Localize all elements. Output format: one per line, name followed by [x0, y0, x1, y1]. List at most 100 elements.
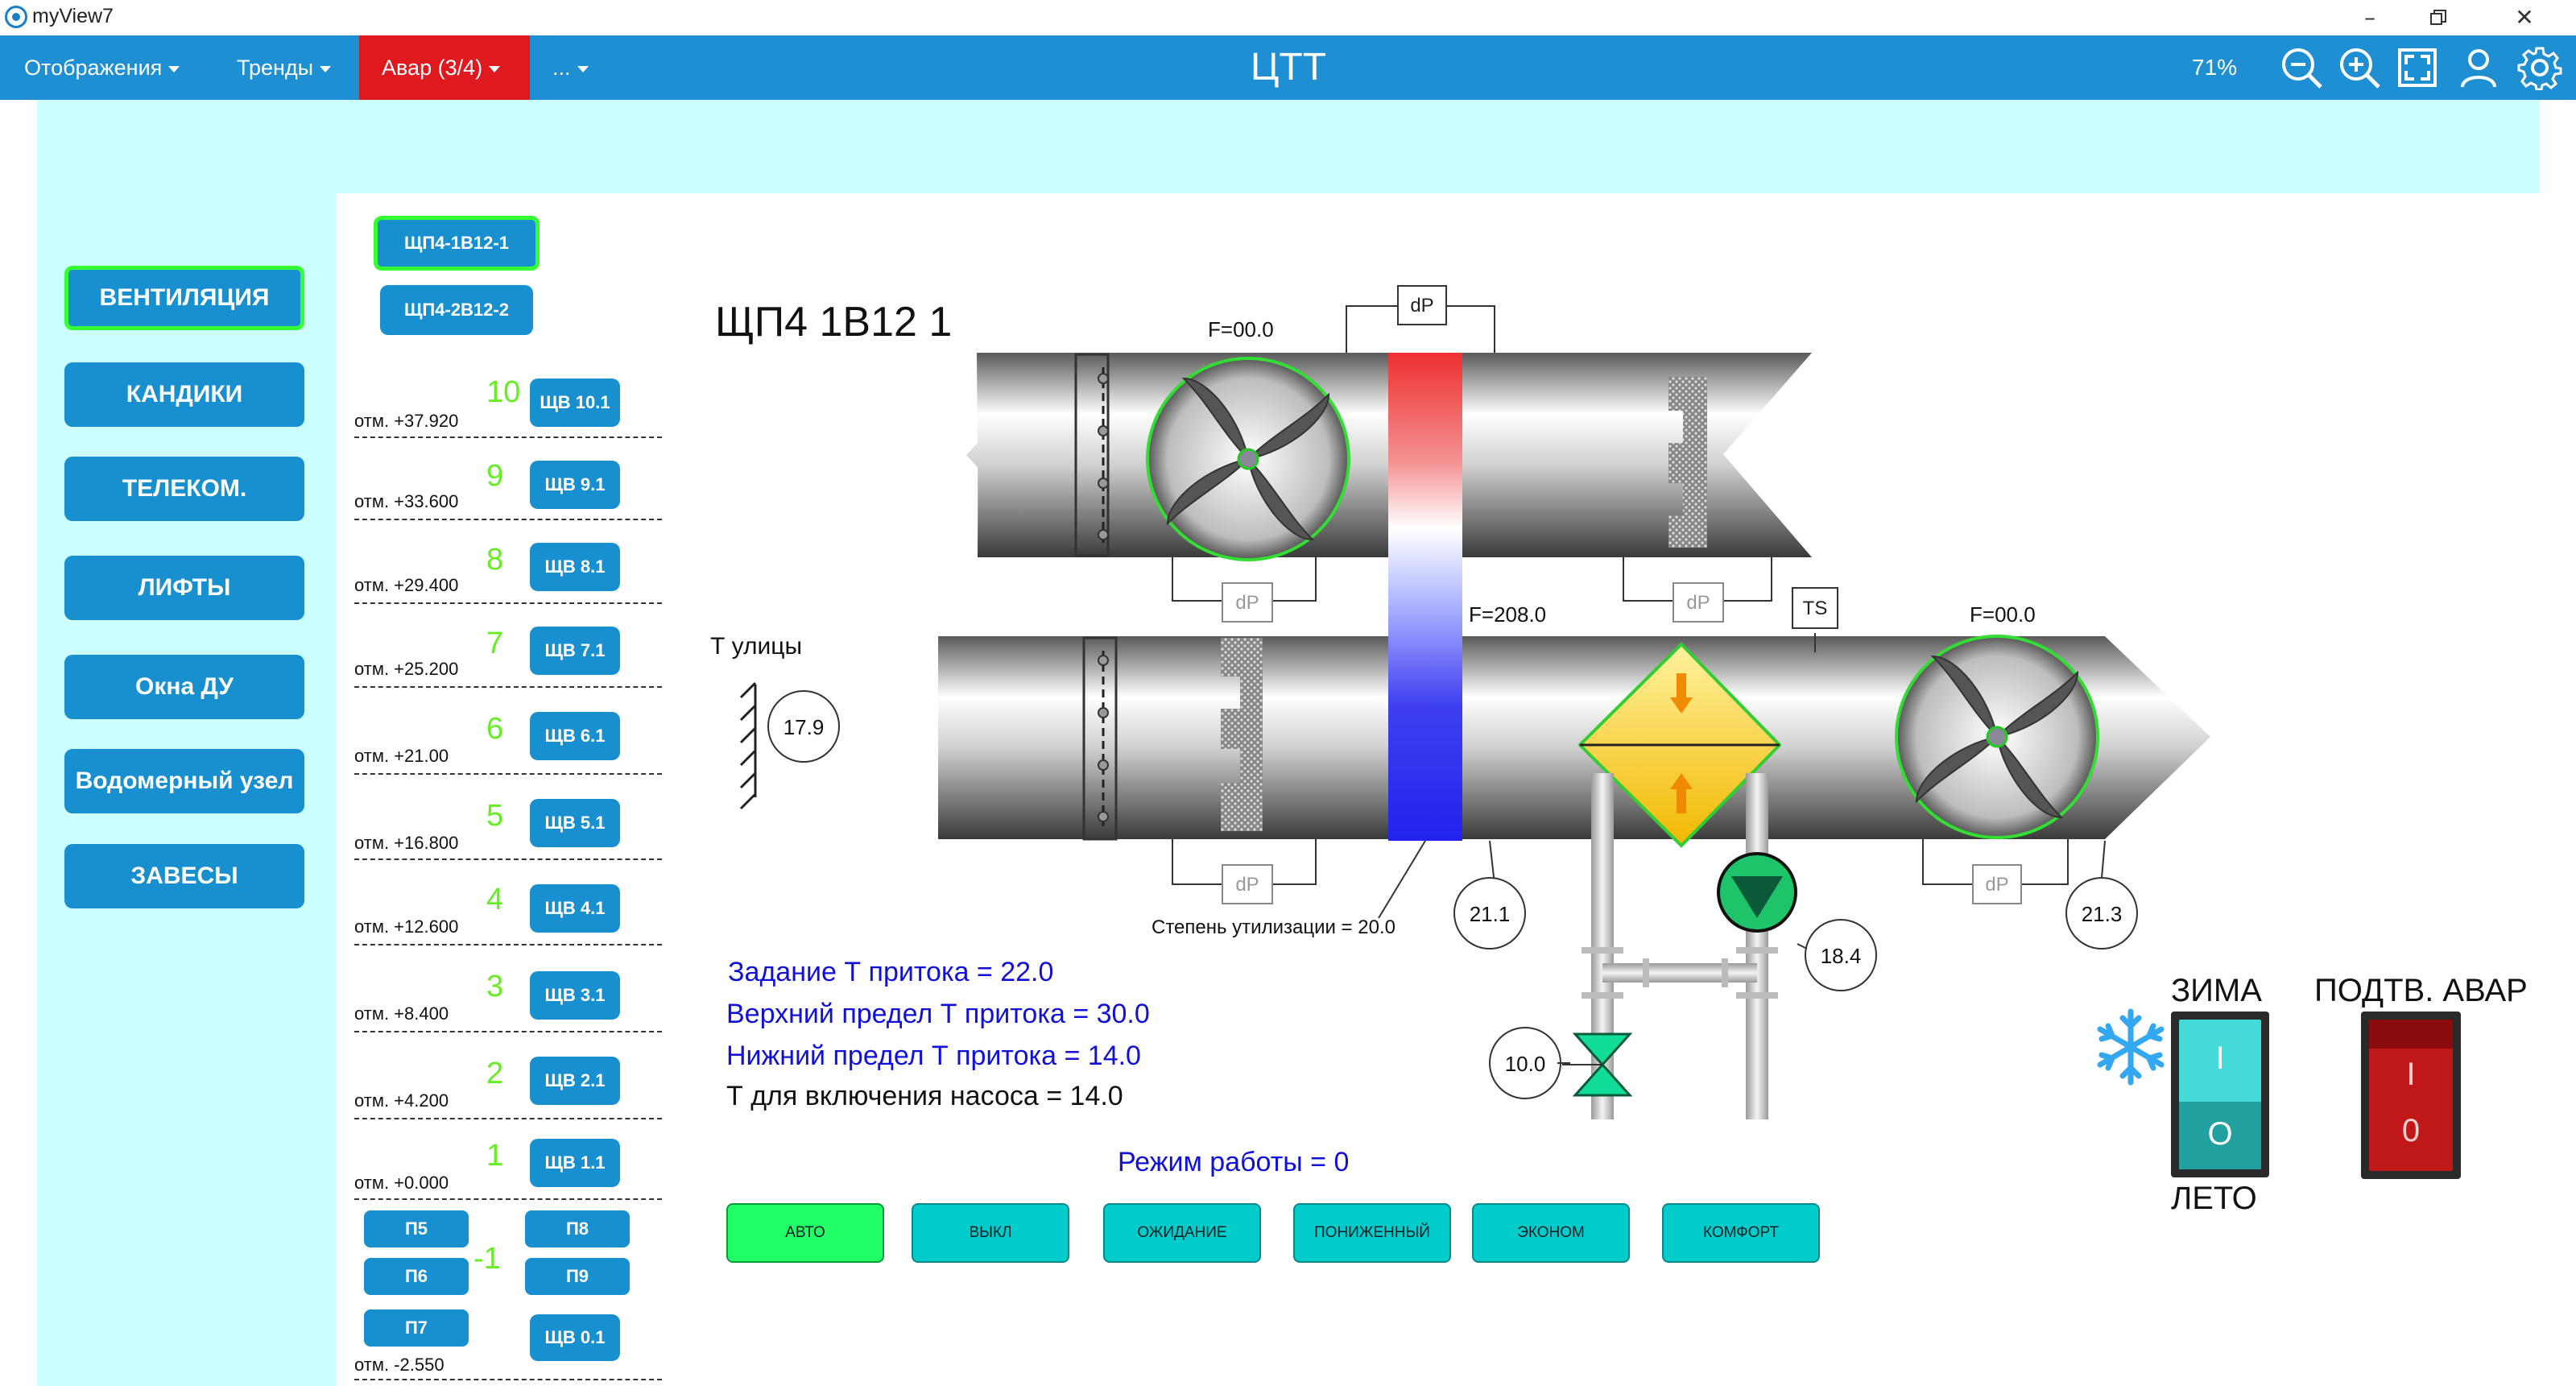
outdoor-temp-label: Т улицы [710, 633, 803, 660]
shield-button-2[interactable]: ЩП4-2В12-2 [380, 285, 533, 335]
mode-button-reduced[interactable]: ПОНИЖЕННЫЙ [1293, 1203, 1451, 1263]
supply-fan-frequency: F=00.0 [1970, 602, 2036, 627]
app-logo-icon [5, 6, 27, 28]
floor-panel-button[interactable]: ЩВ 5.1 [530, 799, 620, 847]
floor-elevation: отм. +25.200 [354, 659, 459, 679]
zoom-out-icon[interactable] [2279, 45, 2324, 90]
menu-alarms[interactable]: Авар (3/4) [359, 35, 530, 100]
floor-panel-button[interactable]: ЩВ 6.1 [530, 712, 620, 760]
user-icon[interactable] [2456, 45, 2501, 90]
basement-button-p6[interactable]: П6 [364, 1258, 469, 1295]
damper-upper-icon [1074, 353, 1110, 557]
season-winter-label: ЗИМА [2171, 973, 2262, 1008]
dp-label: dP [1686, 592, 1710, 614]
floor-panel-button[interactable]: ЩВ 1.1 [530, 1139, 620, 1187]
shield-button-1[interactable]: ЩП4-1В12-1 [374, 216, 540, 271]
floor-divider [354, 519, 662, 520]
nav-water-meter[interactable]: Водомерный узел [64, 749, 304, 813]
floor-divider [354, 686, 662, 688]
season-switch-on-mark: I [2215, 1041, 2225, 1076]
floor-number: 9 [486, 459, 504, 493]
recovery-ratio: Степень утилизации = 20.0 [1152, 916, 1396, 938]
restore-icon[interactable] [2410, 0, 2466, 35]
floor-elevation: отм. +16.800 [354, 833, 459, 853]
basement-button-p5[interactable]: П5 [364, 1210, 469, 1247]
outdoor-sensor-icon [739, 681, 757, 810]
floor-number: 6 [486, 712, 504, 746]
floor-panel-button[interactable]: ЩВ 3.1 [530, 971, 620, 1020]
mode-button-comfort[interactable]: КОМФОРТ [1662, 1203, 1820, 1263]
floor-divider [354, 1118, 662, 1119]
floor-panel-button[interactable]: ЩВ 4.1 [530, 884, 620, 933]
floor-panel-button[interactable]: ЩВ 10.1 [530, 379, 620, 427]
floor-divider [354, 1198, 662, 1200]
floor-panel-button[interactable]: ЩВ 8.1 [530, 543, 620, 591]
basement-button-p8[interactable]: П8 [525, 1210, 630, 1247]
nav-lifts[interactable]: ЛИФТЫ [64, 556, 304, 620]
floor-elevation: отм. +12.600 [354, 916, 459, 937]
snowflake-icon [2090, 1007, 2171, 1087]
fit-screen-icon[interactable] [2395, 45, 2440, 90]
floor-divider [354, 858, 662, 860]
floor-divider [354, 773, 662, 775]
season-switch[interactable]: I O [2171, 1012, 2269, 1177]
floor-panel-button[interactable]: ЩВ 7.1 [530, 627, 620, 675]
unit-title: ЩП4 1В12 1 [715, 299, 953, 345]
mode-button-auto[interactable]: АВТО [726, 1203, 884, 1263]
water-piping [1582, 773, 1778, 1119]
floor-number: 5 [486, 799, 504, 833]
floor-elevation: отм. +0.000 [354, 1173, 449, 1193]
nav-smoke-windows[interactable]: Окна ДУ [64, 655, 304, 719]
menu-trends[interactable]: Тренды [219, 35, 349, 100]
floor-number: 3 [486, 970, 504, 1003]
floor-divider [354, 602, 662, 604]
temp-after-recuperator: 21.1 [1469, 902, 1511, 926]
param-lower-limit[interactable]: Нижний предел Т притока = 14.0 [726, 1041, 1141, 1071]
minimize-icon[interactable]: – [2364, 4, 2375, 31]
zoom-level: 71% [2192, 55, 2238, 80]
damper-lower-icon [1082, 636, 1118, 841]
alarm-ack-label: ПОДТВ. АВАР [2314, 973, 2528, 1008]
close-icon[interactable]: ✕ [2515, 4, 2534, 31]
floor-number: 4 [486, 883, 504, 916]
filter-upper-icon [1668, 377, 1707, 548]
mode-button-off[interactable]: ВЫКЛ [912, 1203, 1069, 1263]
nav-ventilation[interactable]: ВЕНТИЛЯЦИЯ [64, 266, 304, 330]
floor-divider [354, 944, 662, 945]
alarm-switch-off-mark: 0 [2401, 1113, 2421, 1148]
valve-icon [1562, 1032, 1633, 1097]
alarm-ack-switch[interactable]: I 0 [2361, 1012, 2461, 1179]
basement-button-p7[interactable]: П7 [364, 1309, 469, 1347]
floor-elevation: отм. +29.400 [354, 575, 459, 595]
param-setpoint[interactable]: Задание Т притока = 22.0 [728, 957, 1054, 987]
pump-icon [1717, 852, 1797, 933]
floor-panel-button[interactable]: ЩВ 2.1 [530, 1057, 620, 1105]
floor-panel-button[interactable]: ЩВ 0.1 [530, 1314, 620, 1361]
menu-displays[interactable]: Отображения [6, 35, 197, 100]
basement-button-p9[interactable]: П9 [525, 1258, 630, 1295]
floor-number: 2 [486, 1057, 504, 1090]
nav-kandiki[interactable]: КАНДИКИ [64, 362, 304, 427]
return-water-temp: 18.4 [1820, 944, 1862, 968]
param-upper-limit[interactable]: Верхний предел Т притока = 30.0 [726, 999, 1150, 1029]
season-switch-off-mark: O [2207, 1116, 2233, 1152]
floor-divider [354, 1031, 662, 1032]
mode-button-standby[interactable]: ОЖИДАНИЕ [1103, 1203, 1261, 1263]
dp-label: dP [1235, 592, 1259, 614]
zoom-in-icon[interactable] [2337, 45, 2382, 90]
menu-more[interactable]: ... [535, 35, 606, 100]
floor-panel-button[interactable]: ЩВ 9.1 [530, 461, 620, 509]
floor-number: 10 [486, 375, 521, 409]
exhaust-fan-frequency: F=00.0 [1208, 317, 1274, 341]
floor-divider [354, 1379, 662, 1380]
nav-telecom[interactable]: ТЕЛЕКОМ. [64, 457, 304, 521]
mode-button-economy[interactable]: ЭКОНОМ [1472, 1203, 1630, 1263]
window-titlebar [0, 0, 2576, 35]
basement-elevation: отм. -2.550 [354, 1355, 444, 1375]
gear-icon[interactable] [2517, 45, 2562, 91]
nav-air-curtains[interactable]: ЗАВЕСЫ [64, 844, 304, 908]
window-title: myView7 [32, 5, 114, 27]
floor-number: 1 [486, 1139, 504, 1173]
page-title: ЦТТ [1250, 46, 1327, 89]
